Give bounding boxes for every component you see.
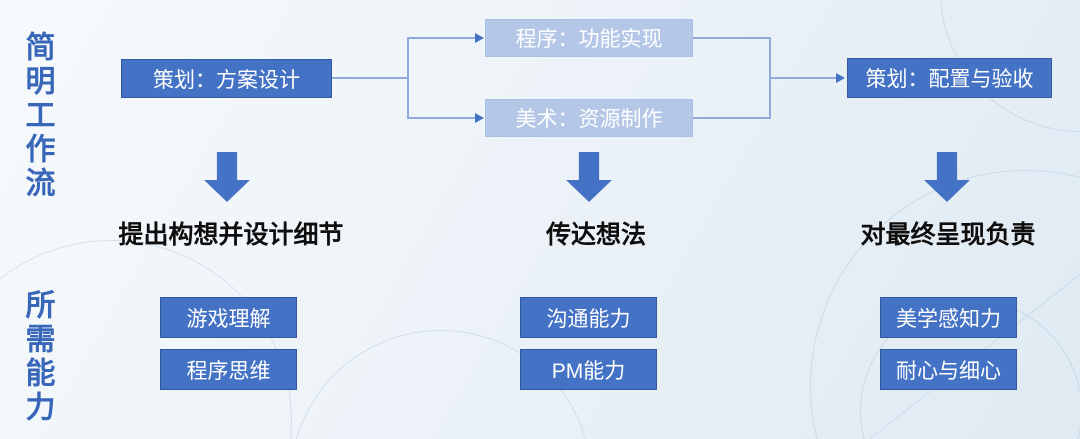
flow-box-start: 策划：方案设计 [121, 59, 332, 98]
flow-box-end: 策划：配置与验收 [847, 58, 1052, 98]
responsibility-caption-design: 提出构想并设计细节 [118, 221, 344, 249]
connector-line [693, 117, 771, 119]
connector-line [409, 117, 476, 119]
connector-line [407, 37, 409, 119]
down-arrow-icon [566, 152, 612, 202]
ability-box-patience: 耐心与细心 [880, 349, 1017, 390]
responsibility-caption-final: 对最终呈现负责 [860, 221, 1036, 249]
responsibility-caption-communicate: 传达想法 [545, 221, 646, 249]
connector-line [693, 37, 771, 39]
section-label-workflow: 简明工作流 [20, 31, 54, 201]
right-arrowhead-icon [475, 33, 484, 43]
down-arrow-icon [204, 152, 250, 202]
right-arrowhead-icon [836, 73, 845, 83]
section-label-abilities: 所需能力 [20, 289, 54, 425]
connector-line [332, 77, 408, 79]
ability-box-aesthetic-perception: 美学感知力 [880, 297, 1017, 338]
flow-box-branch-bottom: 美术：资源制作 [485, 99, 693, 137]
flow-box-branch-top: 程序：功能实现 [485, 19, 693, 57]
ability-box-game-understanding: 游戏理解 [160, 297, 297, 338]
connector-line [771, 77, 837, 79]
ability-box-pm: PM能力 [520, 349, 657, 390]
connector-line [409, 37, 476, 39]
ability-box-communication: 沟通能力 [520, 297, 657, 338]
ability-box-programming-thinking: 程序思维 [160, 349, 297, 390]
connector-line [769, 37, 771, 119]
right-arrowhead-icon [475, 113, 484, 123]
